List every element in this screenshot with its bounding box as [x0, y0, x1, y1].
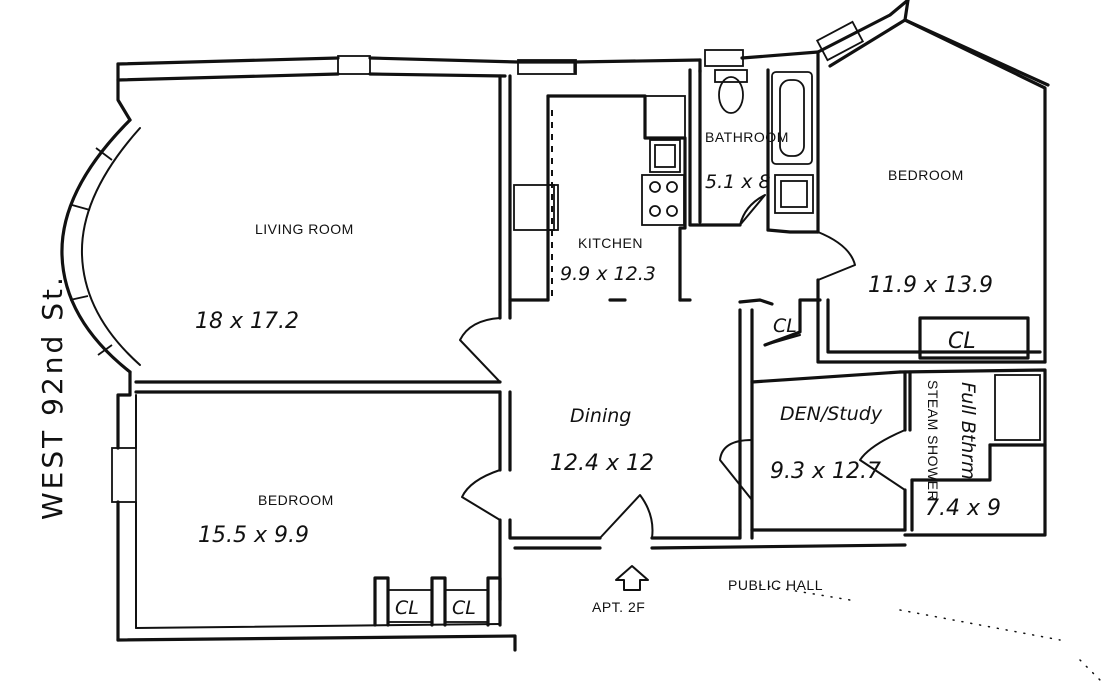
entry-label: APT. 2F — [592, 599, 645, 615]
bedroom-sw-size: 15.5 x 9.9 — [198, 523, 309, 548]
kitchen-name: KITCHEN — [578, 235, 643, 251]
shower-icon — [994, 374, 1041, 441]
bedroom-ne-name: BEDROOM — [888, 167, 964, 183]
bathroom-size: 5.1 x 8 — [705, 171, 771, 193]
closet-bedroom-sw-2 — [444, 589, 489, 623]
closet-bedroom-sw-1-label: CL — [395, 597, 419, 619]
living-room-size: 18 x 17.2 — [195, 309, 299, 334]
stove-icon — [641, 174, 685, 226]
living-room-name: LIVING ROOM — [255, 221, 354, 237]
bathroom-name: BATHROOM — [705, 129, 789, 145]
den-size: 9.3 x 12.7 — [770, 459, 881, 484]
full-bath-name: Full Bthrm — [957, 382, 979, 480]
exterior-walls — [60, 0, 1050, 652]
labels: WEST 92nd St. LIVING ROOM 18 x 17.2 KITC… — [36, 129, 1001, 619]
kitchen-size: 9.9 x 12.3 — [560, 263, 656, 285]
entry-arrow-icon — [615, 565, 649, 591]
window-living-top — [337, 55, 371, 75]
dining-size: 12.4 x 12 — [550, 451, 654, 476]
closet-bedroom-sw-1 — [387, 589, 433, 623]
sink-icon — [649, 139, 681, 173]
dining-name: Dining — [570, 405, 631, 427]
fridge — [644, 95, 686, 139]
toilet-icon — [718, 76, 744, 114]
closet-bedroom-ne — [918, 316, 1030, 360]
street-name: WEST 92nd St. — [36, 274, 69, 520]
kitchen-counter — [513, 184, 555, 231]
window-bedroom-sw — [111, 447, 137, 503]
closet-bedroom-ne-label: CL — [948, 329, 976, 354]
window-bath — [704, 49, 744, 67]
bath-sink-icon — [774, 174, 814, 214]
full-bath-note: STEAM SHOWER — [925, 380, 941, 501]
public-hall-label: PUBLIC HALL — [728, 577, 823, 593]
bedroom-ne-size: 11.9 x 13.9 — [868, 273, 993, 298]
full-bath-size: 7.4 x 9 — [925, 496, 1001, 521]
window-bedroom-ne — [815, 20, 865, 62]
closet-hall-label: CL — [773, 315, 797, 337]
den-name: DEN/Study — [780, 403, 883, 425]
closet-bedroom-sw-2-label: CL — [452, 597, 476, 619]
bedroom-sw-name: BEDROOM — [258, 492, 334, 508]
interior-walls — [134, 50, 1101, 681]
bathtub-icon — [771, 71, 813, 165]
